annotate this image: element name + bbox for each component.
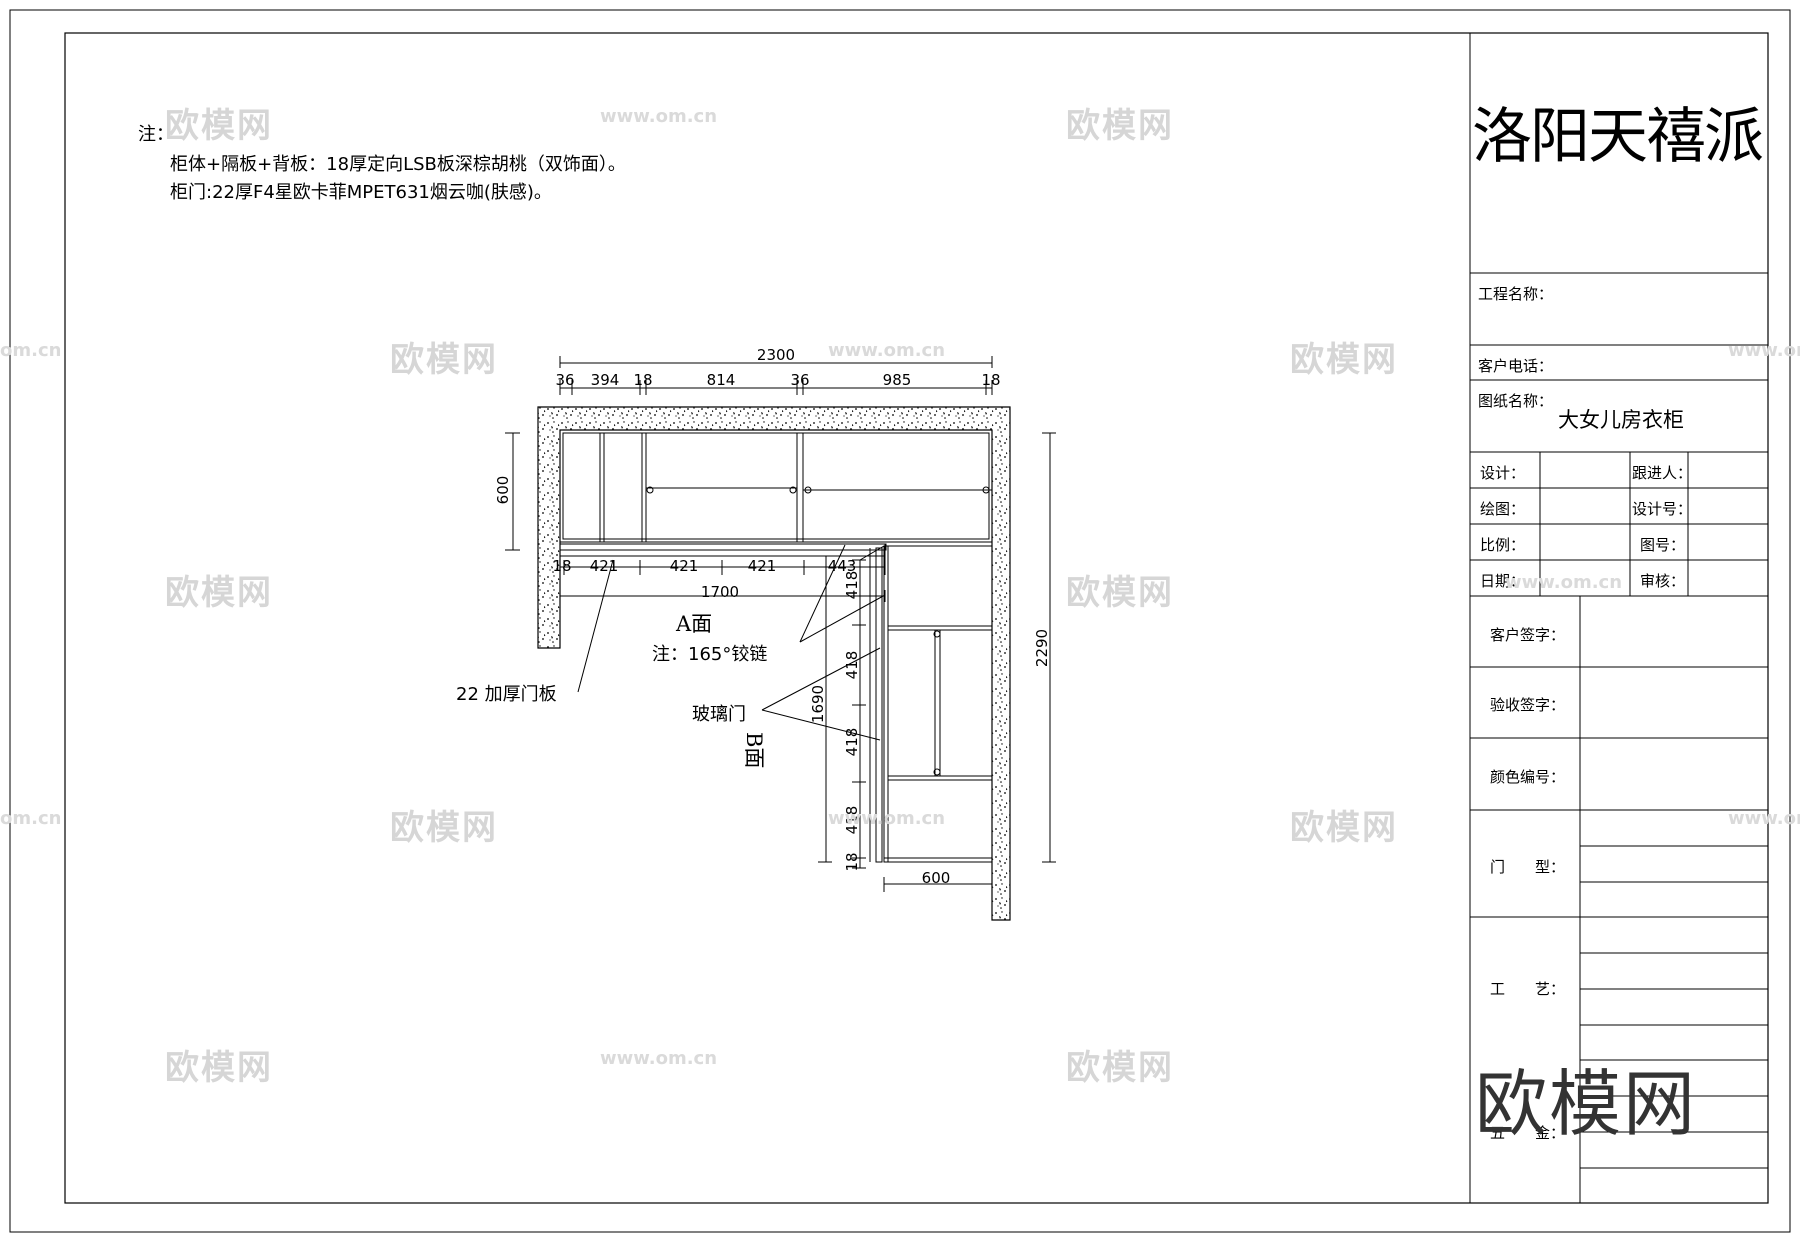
project-name-label: 工程名称： <box>1478 285 1554 303</box>
dim-top-part-2: 394 <box>590 371 620 389</box>
dim-mid-part-4: 421 <box>747 557 777 575</box>
watermark-brand: 欧模网 <box>165 573 273 613</box>
face-b-label: B面 <box>742 732 766 769</box>
review-label: 审核： <box>1640 572 1686 590</box>
watermark-url: www.om.cn <box>1728 808 1800 829</box>
title-block-lines <box>1469 33 1768 1203</box>
craft-label: 工 艺： <box>1490 980 1566 998</box>
dim-bottom-depth: 600 <box>921 869 951 887</box>
dim-top-part-3: 18 <box>633 371 653 389</box>
hinge-note: 注：165°铰链 <box>652 644 768 665</box>
watermark-brand: 欧模网 <box>165 1048 273 1088</box>
design-label: 设计： <box>1480 464 1526 482</box>
company-name: 洛阳天禧派 <box>1472 102 1764 172</box>
face-a-label: A面 <box>676 612 713 636</box>
note-line-2: 柜门:22厚F4星欧卡菲MPET631烟云咖(肤感)。 <box>170 182 552 203</box>
dim-b-part-3: 418 <box>843 727 861 757</box>
drawing-name-label: 图纸名称： <box>1478 392 1554 410</box>
dim-mid-part-5: 443 <box>827 557 857 575</box>
dim-left-depth: 600 <box>494 475 512 505</box>
date-label: 日期： <box>1480 572 1526 590</box>
door-type-label: 门 型： <box>1490 858 1566 876</box>
dim-mid-total: 1700 <box>700 583 740 601</box>
watermark-url: www.om.cn <box>600 106 718 127</box>
notes-heading: 注： <box>138 124 174 145</box>
wardrobe-plan <box>559 429 993 863</box>
dim-top-part-1: 36 <box>555 371 575 389</box>
watermark-brand: 欧模网 <box>390 808 498 848</box>
dimension-lines <box>505 356 1056 892</box>
acceptance-sign-label: 验收签字： <box>1490 696 1566 714</box>
brand-logo: 欧模网 <box>1475 1062 1698 1146</box>
watermark-url: www.om.cn <box>1728 340 1800 361</box>
watermark-brand: 欧模网 <box>390 340 498 380</box>
dim-top-part-7: 18 <box>981 371 1001 389</box>
design-no-label: 设计号： <box>1632 500 1693 518</box>
scale-label: 比例： <box>1480 536 1526 554</box>
follow-up-label: 跟进人： <box>1632 464 1693 482</box>
color-no-label: 颜色编号： <box>1490 768 1566 786</box>
dim-top-part-6: 985 <box>882 371 912 389</box>
dim-b-part-1: 418 <box>843 570 861 600</box>
watermark-brand: 欧模网 <box>1066 573 1174 613</box>
drawing-no-label: 图号： <box>1640 536 1686 554</box>
watermark-brand: 欧模网 <box>1290 808 1398 848</box>
inner-border <box>64 32 1769 1204</box>
drawn-by-label: 绘图： <box>1480 500 1526 518</box>
dim-b-part-2: 418 <box>843 650 861 680</box>
note-line-1: 柜体+隔板+背板：18厚定向LSB板深棕胡桃（双饰面）。 <box>170 154 626 175</box>
dim-top-part-4: 814 <box>706 371 736 389</box>
dim-right-total: 2290 <box>1033 628 1051 668</box>
dim-top-total: 2300 <box>756 346 796 364</box>
door-panel-note: 22 加厚门板 <box>456 684 557 705</box>
watermark-brand: 欧模网 <box>165 106 273 146</box>
dim-mid-part-2: 421 <box>589 557 619 575</box>
client-phone-label: 客户电话： <box>1478 357 1554 375</box>
watermark-url: www.om.cn <box>600 1048 718 1069</box>
watermark-url: om.cn <box>0 808 62 829</box>
dim-top-part-5: 36 <box>790 371 810 389</box>
watermark-url: www.om.cn <box>828 340 946 361</box>
outer-border <box>9 9 1791 1233</box>
dim-mid-part-1: 18 <box>552 557 572 575</box>
hardware-label: 五 金： <box>1490 1124 1566 1142</box>
watermark-brand: 欧模网 <box>1290 340 1398 380</box>
dim-b-total: 1690 <box>809 684 827 724</box>
dim-mid-part-3: 421 <box>669 557 699 575</box>
watermark-url: www.om.cn <box>828 808 946 829</box>
glass-door-note: 玻璃门 <box>692 704 746 725</box>
leader-lines <box>577 544 886 741</box>
watermark-brand: 欧模网 <box>1066 1048 1174 1088</box>
watermark-brand: 欧模网 <box>1066 106 1174 146</box>
client-sign-label: 客户签字： <box>1490 626 1566 644</box>
drawing-name: 大女儿房衣柜 <box>1558 408 1684 432</box>
wall-hatch <box>537 406 1011 921</box>
watermark-url: om.cn <box>0 340 62 361</box>
dim-b-part-5: 18 <box>843 852 861 872</box>
watermark-url: www.om.cn <box>1505 572 1623 593</box>
